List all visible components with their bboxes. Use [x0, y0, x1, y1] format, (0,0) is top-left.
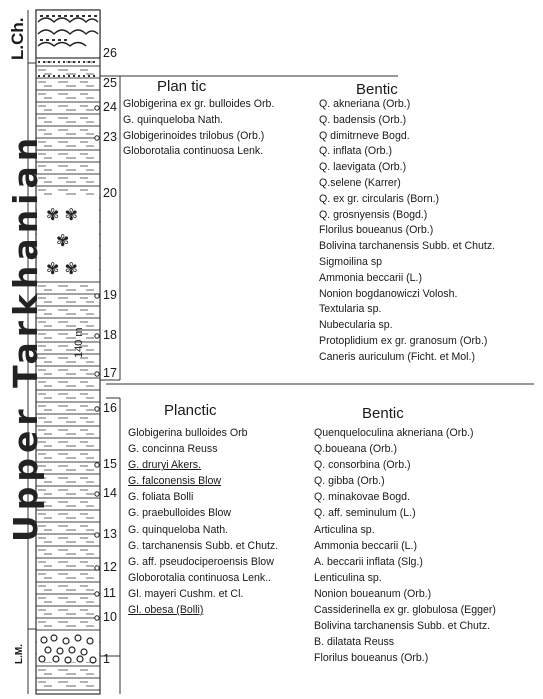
species-item: Q. consorbina (Orb.) — [314, 457, 496, 473]
thickness-label: 140 m — [73, 327, 85, 358]
species-item: Florilus boueanus (Orb.) — [319, 223, 495, 239]
species-item: G. tarchanensis Subb. et Chutz. — [128, 538, 278, 554]
species-item: G. druryi Akers. — [128, 457, 278, 473]
species-item: Q. grosnyensis (Bogd.) — [319, 208, 495, 224]
upper-planktonic-list: Globigerina ex gr. bulloides Orb.G. quin… — [123, 97, 274, 160]
species-item: G. quinqueloba Nath. — [123, 113, 274, 129]
species-item: Protoplidium ex gr. granosum (Orb.) — [319, 334, 495, 350]
species-item: Q.selene (Karrer) — [319, 176, 495, 192]
species-item: G. concinna Reuss — [128, 441, 278, 457]
stage-label: Upper Tarkhanian — [6, 133, 45, 542]
upper-benthic-list: Q. akneriana (Orb.)Q. badensis (Orb.)Q d… — [319, 97, 495, 366]
bed-number: 24 — [103, 100, 117, 114]
species-item: G. quinqueloba Nath. — [128, 522, 278, 538]
bed-number: 20 — [103, 186, 117, 200]
bed-number: 12 — [103, 560, 117, 574]
bed-number: 1 — [103, 652, 110, 666]
upper-benthic-header: Bentic — [356, 81, 398, 98]
upper-planktonic-header: Plan tic — [157, 78, 206, 95]
bed-number: 13 — [103, 527, 117, 541]
species-item: Q. badensis (Orb.) — [319, 113, 495, 129]
bed-number: 17 — [103, 366, 117, 380]
species-item: Caneris auriculum (Ficht. et Mol.) — [319, 350, 495, 366]
svg-text:✾ ✾: ✾ ✾ — [46, 259, 78, 278]
species-item: Articulina sp. — [314, 522, 496, 538]
species-item: Q. akneriana (Orb.) — [319, 97, 495, 113]
species-item: Textularia sp. — [319, 302, 495, 318]
species-item: Q dimitrneve Bogd. — [319, 129, 495, 145]
species-item: Nubecularia sp. — [319, 318, 495, 334]
lower-planktonic-header: Planctic — [164, 402, 217, 419]
species-item: Globorotalia continuosa Lenk. — [123, 144, 274, 160]
species-item: Q. inflata (Orb.) — [319, 144, 495, 160]
bed-number: 10 — [103, 610, 117, 624]
bed-number: 26 — [103, 46, 117, 60]
species-item: Globigerina bulloides Orb — [128, 425, 278, 441]
lch-unit — [36, 10, 100, 58]
species-item: Gl. obesa (Bolli) — [128, 602, 278, 618]
species-item: G. falconensis Blow — [128, 473, 278, 489]
species-item: Sigmoilina sp — [319, 255, 495, 271]
species-item: Bolivina tarchanensis Subb. et Chutz. — [319, 239, 495, 255]
species-item: Ammonia beccarii (L.) — [319, 271, 495, 287]
column-outline — [36, 10, 100, 694]
species-item: Q. laevigata (Orb.) — [319, 160, 495, 176]
species-item: Nonion boueanum (Orb.) — [314, 586, 496, 602]
species-item: A. beccarii inflata (Slg.) — [314, 554, 496, 570]
species-item: Quenqueloculina akneriana (Orb.) — [314, 425, 496, 441]
species-item: Nonion bogdanowiczi Volosh. — [319, 287, 495, 303]
species-item: Q. aff. seminulum (L.) — [314, 505, 496, 521]
bed-number: 19 — [103, 288, 117, 302]
species-item: Bolivina tarchanensis Subb. et Chutz. — [314, 618, 496, 634]
species-item: Cassiderinella ex gr. globulosa (Egger) — [314, 602, 496, 618]
bed-number: 25 — [103, 76, 117, 90]
svg-text:✾ ✾: ✾ ✾ — [46, 205, 78, 224]
lower-benthic-list: Quenqueloculina akneriana (Orb.)Q.bouean… — [314, 425, 496, 666]
species-item: Q.boueana (Orb.) — [314, 441, 496, 457]
species-item: G. aff. pseudociperoensis Blow — [128, 554, 278, 570]
species-item: Q. gibba (Orb.) — [314, 473, 496, 489]
bed-number: 16 — [103, 401, 117, 415]
bed-number: 15 — [103, 457, 117, 471]
lower-benthic-header: Bentic — [362, 405, 404, 422]
species-item: Q. minakovae Bogd. — [314, 489, 496, 505]
species-item: G. praebulloides Blow — [128, 505, 278, 521]
species-item: Ammonia beccarii (L.) — [314, 538, 496, 554]
bed-number: 14 — [103, 486, 117, 500]
species-item: Globigerinoides trilobus (Orb.) — [123, 129, 274, 145]
lm-label: L.M. — [14, 644, 25, 664]
species-item: G. foliata Bolli — [128, 489, 278, 505]
lch-label: L.Ch. — [8, 18, 28, 61]
svg-text:✾: ✾ — [56, 231, 69, 250]
species-item: Florilus boueanus (Orb.) — [314, 650, 496, 666]
species-item: Q. ex gr. circularis (Born.) — [319, 192, 495, 208]
species-item: Gl. mayeri Cushm. et Cl. — [128, 586, 278, 602]
species-item: Globorotalia continuosa Lenk.. — [128, 570, 278, 586]
species-item: Globigerina ex gr. bulloides Orb. — [123, 97, 274, 113]
bed-number: 18 — [103, 328, 117, 342]
species-item: B. dilatata Reuss — [314, 634, 496, 650]
bed-number: 11 — [103, 586, 116, 600]
bed-number: 23 — [103, 130, 117, 144]
species-item: Lenticulina sp. — [314, 570, 496, 586]
